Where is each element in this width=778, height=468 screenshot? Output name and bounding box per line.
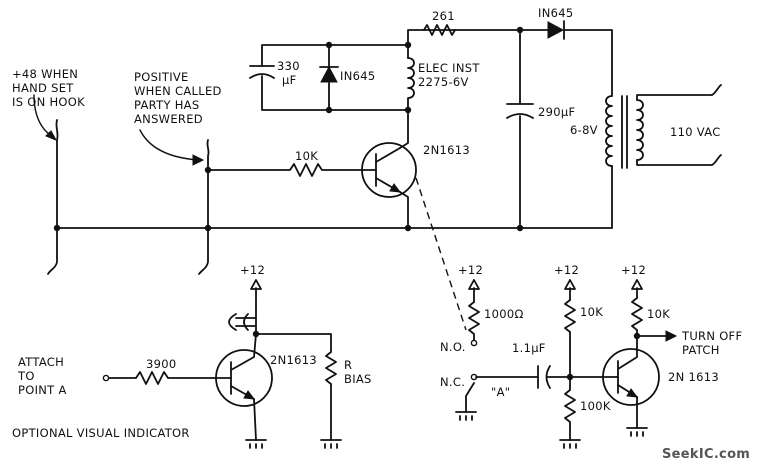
relay-coil-label-2: 2275-6V [418,75,469,89]
contact-no-label: N.O. [440,340,466,354]
mains-plug-bottom [711,154,722,166]
answer-note-line-2: WHEN CALLED [134,84,222,98]
transistor-npn-icon [215,333,273,441]
relay-linkage [415,177,467,331]
hook-note-line-3: IS ON HOOK [12,95,85,109]
hook-note-line-1: +48 WHEN [12,67,78,81]
r-bias-label-2: BIAS [344,372,372,386]
res-1000 [468,301,480,341]
transformer-secondary-label: 6-8V [570,123,598,137]
diode-top-right-label: IN645 [538,6,573,20]
diode-icon [319,44,339,111]
mains-label: 110 VAC [670,125,721,139]
mains-wire [636,94,713,166]
hook-wire [47,119,59,275]
res-10k-a [564,299,576,441]
supply-right2-label: +12 [621,263,646,277]
attach-note-line-3: POINT A [18,383,67,397]
cap-330-label-2: µF [282,73,297,87]
ground-icon [245,439,267,449]
q-bottom-left-label: 2N1613 [270,353,317,367]
q-bottom-right-label: 2N 1613 [668,370,719,384]
res-3900-label: 3900 [146,357,176,371]
output-arrowhead [665,330,678,342]
diode-icon [547,20,565,40]
supply-arrow-icon [468,279,480,303]
res-261 [423,24,456,36]
res-10k-a-label: 10K [580,305,603,319]
input-terminal [102,374,110,382]
supply-left-label: +12 [240,263,265,277]
supply-mid-label: +12 [458,263,483,277]
hook-note-line-2: HAND SET [12,81,74,95]
r-bias-label-1: R [344,358,352,372]
turn-off-label-2: PATCH [682,343,720,357]
contact-nc-label: N.C. [440,375,465,389]
answer-note-line-3: PARTY HAS [134,98,199,112]
answer-note-line-4: ANSWERED [134,112,203,126]
switch-arm [465,382,475,413]
supply-arrow-icon [631,279,643,299]
res-100k-label: 100K [580,399,611,413]
ground-icon [626,427,648,437]
attach-note-line-1: ATTACH [18,355,64,369]
res-261-label: 261 [432,9,455,23]
point-a-label: "A" [491,385,510,399]
mains-plug-top [711,84,722,96]
res-1000-label: 1000Ω [484,307,524,321]
hook-arrowhead [45,130,58,141]
watermark: SeekIC.com [662,447,750,462]
res-10k-b [631,297,643,349]
relay-coil-label-1: ELEC INST [418,61,480,75]
contact-no [470,339,478,347]
capacitor-icon [506,103,534,119]
cap-290-label: 290µF [538,105,575,119]
coil-top-wire [407,29,521,59]
answer-arrow [139,129,199,161]
ground-icon [320,439,342,449]
base-resistor-10k [207,163,363,177]
lamp-icon [228,313,256,331]
caption: OPTIONAL VISUAL INDICATOR [12,426,190,440]
rect-wire [519,29,613,97]
diode-top-left-label: IN645 [340,69,375,83]
transistor-npn-icon [602,347,660,429]
res-10k-b-label: 10K [647,307,670,321]
transistor-npn-icon [361,109,417,229]
answer-note-line-1: POSITIVE [134,70,189,84]
supply-right1-label: +12 [554,263,579,277]
transformer-icon [605,95,644,169]
supply-arrow-icon [564,279,576,301]
rbias-top-wire [255,333,337,441]
answer-arrowhead [192,154,205,166]
cap-1-1-label: 1.1µF [512,341,546,355]
ground-icon [559,439,581,449]
turn-off-label-1: TURN OFF [681,329,742,343]
relay-coil [407,57,415,113]
supply-arrow-icon [250,279,262,307]
attach-note-line-2: TO [17,369,35,383]
q-top-label: 2N1613 [423,143,470,157]
ground-icon [455,411,477,421]
base-wire-3900 [107,371,232,385]
answer-wire [198,139,210,275]
capacitor-icon [249,65,275,79]
cap-330-label-1: 330 [277,59,300,73]
res-10k-top-label: 10K [295,149,318,163]
branch-wire [261,44,409,111]
